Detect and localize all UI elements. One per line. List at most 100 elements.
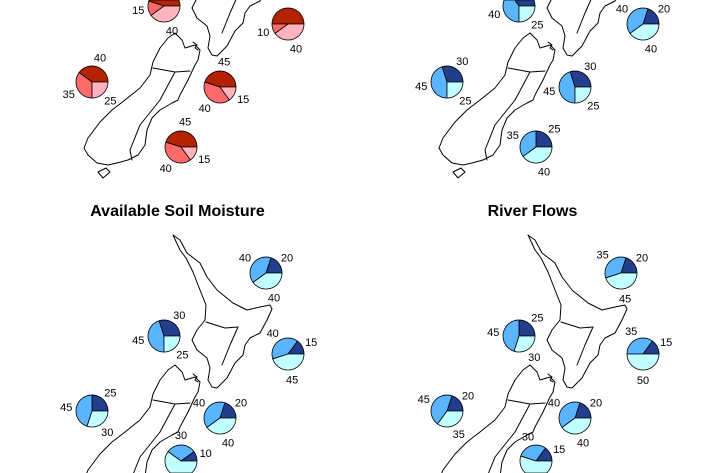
pie-slice-label: 35 [596, 250, 608, 262]
pie-slice-label: 45 [286, 375, 298, 387]
coastline [83, 0, 261, 179]
pie-slice-below-normal [605, 272, 638, 290]
pie-slice-label: 25 [531, 313, 543, 325]
pie-slice-near-normal [558, 71, 576, 104]
pie-slice-below-normal [561, 417, 592, 435]
pie-slice-label: 15 [198, 154, 210, 166]
nz-outline-bottom-left [86, 234, 273, 473]
pie-slice-below-normal [206, 417, 237, 435]
pie-slice-label: 50 [637, 375, 649, 387]
pie-slice-above-normal [158, 319, 181, 337]
pie-slice-label: 40 [199, 103, 211, 115]
pie-slice-below-normal [180, 146, 198, 161]
pie-chart: 15 40 45 [267, 328, 318, 387]
pie-slice-above-normal [287, 340, 305, 355]
pie-slice-near-normal [203, 81, 230, 104]
pie-slice-label: 20 [281, 253, 293, 265]
pie-slice-near-normal [167, 444, 195, 462]
pie-slice-near-normal [147, 0, 165, 16]
pie-slice-label: 30 [528, 352, 540, 364]
pie-slice-below-normal [574, 86, 592, 104]
pie-slice-below-normal [437, 410, 464, 428]
pie-slice-above-normal [180, 451, 198, 462]
pie-slice-above-normal [514, 0, 536, 7]
pie-slice-label: 40 [222, 438, 234, 450]
pie-slice-above-normal [78, 65, 109, 83]
pie-slice-label: 45 [415, 81, 427, 93]
pie-slice-label: 45 [487, 327, 499, 339]
pie-slice-label: 30 [584, 61, 596, 73]
pie-slice-label: 30 [101, 427, 113, 439]
pie-slice-near-normal [164, 141, 191, 164]
pie-slice-above-normal [204, 70, 237, 88]
pie-slice-below-normal [252, 272, 283, 290]
pie-slice-label: 25 [104, 95, 116, 107]
pie-slice-below-normal [522, 146, 553, 164]
pie-slice-below-normal [274, 23, 305, 41]
pie-slice-above-normal [441, 65, 464, 83]
pie-slice-above-normal [148, 0, 181, 7]
pie-slice-label: 15 [305, 337, 317, 349]
pie-slice-above-normal [569, 70, 592, 88]
pie-slice-label: 15 [132, 5, 144, 17]
pie-slice-label: 40 [548, 398, 560, 410]
pie-slice-below-normal [91, 81, 109, 99]
panel-title-river-flows: River Flows [487, 203, 578, 220]
pie-slice-near-normal [520, 444, 546, 462]
pie-slice-below-normal [446, 81, 464, 99]
pie-chart: 20 40 40 [193, 398, 247, 450]
pie-slice-label: 40 [166, 26, 178, 38]
pie-slice-label: 40 [267, 328, 279, 340]
pie-slice-label: 20 [235, 398, 247, 410]
pie-slice-near-normal [502, 319, 520, 352]
coastline [438, 0, 616, 179]
pie-slice-below-normal [86, 410, 109, 428]
pie-slice-near-normal [519, 130, 537, 157]
pie-slice-label: 25 [531, 19, 543, 31]
pie-slice-above-normal [535, 130, 553, 148]
pie-slice-label: 25 [548, 124, 560, 136]
pie-slice-near-normal [430, 66, 448, 99]
pie-slice-above-normal [642, 340, 660, 355]
pie-slice-label: 20 [658, 4, 670, 16]
pie-slice-label: 15 [237, 94, 249, 106]
pie-slice-above-normal [271, 7, 305, 25]
pie-slice-label: 20 [462, 391, 474, 403]
pie-slice-label: 40 [645, 44, 657, 56]
pie-slice-below-normal [163, 335, 181, 353]
pie-slice-label: 30 [173, 310, 185, 322]
pie-slice-label: 20 [636, 253, 648, 265]
pie-slice-above-normal [518, 319, 536, 337]
pie-slice-label: 45 [218, 56, 230, 68]
pie-slice-label: 40 [193, 398, 205, 410]
pie-slice-near-normal [502, 0, 520, 23]
pie-slice-below-normal [519, 455, 553, 473]
pie-slice-label: 45 [179, 116, 191, 128]
pie-slice-near-normal [626, 337, 653, 355]
pie-slice-near-normal [147, 320, 165, 353]
pie-slice-near-normal [271, 337, 298, 360]
pie-slice-label: 15 [660, 337, 672, 349]
pie-slice-label: 35 [507, 130, 519, 142]
pie-slice-label: 45 [543, 86, 555, 98]
pie-slice-above-normal [91, 394, 109, 412]
pie-slice-label: 40 [239, 253, 251, 265]
pie-slice-below-normal [164, 451, 198, 473]
pie-slice-label: 10 [257, 27, 269, 39]
pie-slice-near-normal [203, 401, 226, 428]
coastline [86, 234, 273, 473]
pie-slice-label: 40 [268, 293, 280, 305]
